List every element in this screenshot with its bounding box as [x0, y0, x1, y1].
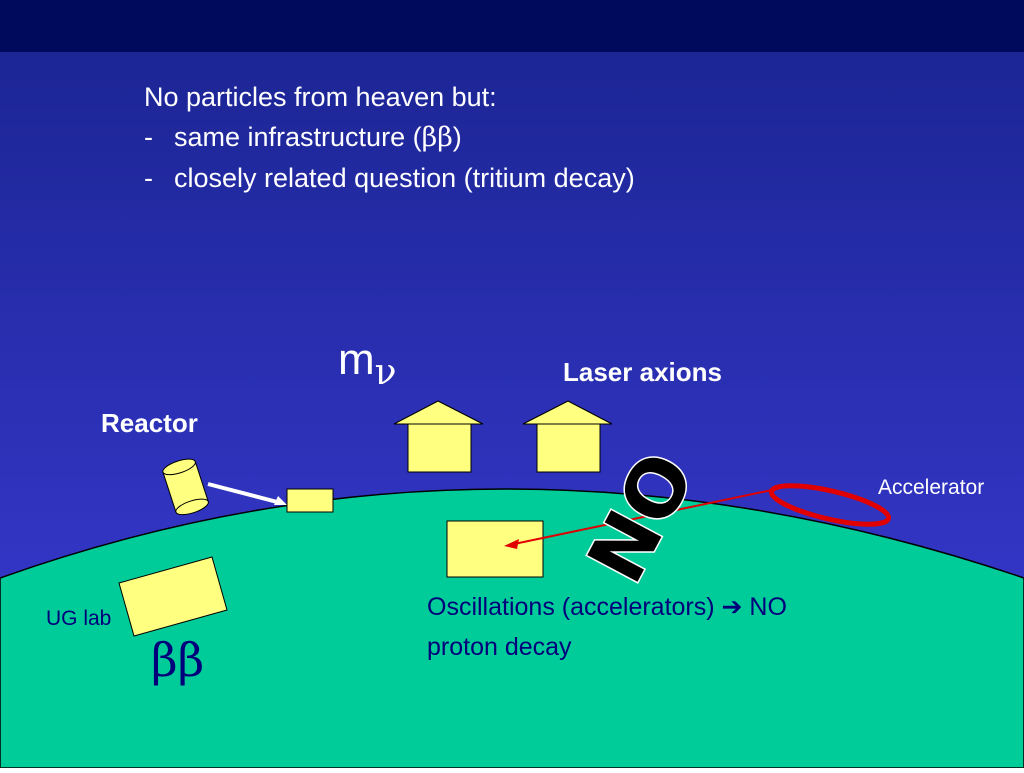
- ug-lab-label: UG lab: [46, 607, 112, 630]
- house-2: [522, 400, 613, 473]
- m-nu-label: mν: [338, 335, 397, 393]
- proton-decay-label: proton decay: [427, 633, 572, 661]
- bullet-dash: -: [144, 122, 153, 152]
- oscillations-no-text: NO: [742, 593, 787, 621]
- reactor-label: Reactor: [101, 408, 198, 438]
- bullet-after: ): [452, 122, 462, 152]
- near-detector: [286, 488, 334, 513]
- nu-symbol: ν: [374, 352, 397, 393]
- reactor-beam-arrow: [207, 482, 282, 505]
- right-arrow-icon: ➔: [721, 592, 743, 621]
- bullet-dash: -: [144, 163, 153, 193]
- earth-surface: [0, 488, 1024, 769]
- intro-bullet-2: -closely related question (tritium decay…: [144, 163, 635, 194]
- accelerator-beam: [513, 489, 773, 545]
- beta-beta-label: ββ: [151, 633, 205, 687]
- oscillations-text: Oscillations (accelerators): [427, 593, 722, 621]
- bullet-text: same infrastructure (: [174, 122, 422, 152]
- house-1: [393, 400, 484, 473]
- bullet-text: closely related question (tritium decay): [174, 163, 635, 193]
- reactor-cylinder: [162, 458, 209, 516]
- intro-bullet-1: -same infrastructure (ββ): [144, 122, 462, 153]
- far-detector: [446, 520, 544, 578]
- accelerator-ring: [768, 483, 892, 527]
- m-symbol: m: [338, 335, 375, 384]
- oscillations-label: Oscillations (accelerators) ➔ NO: [427, 592, 787, 622]
- reactor-beam-arrowhead: [274, 496, 287, 505]
- bullet-greek: ββ: [421, 122, 453, 153]
- title-bar: [0, 0, 1024, 52]
- accelerator-beam-arrowhead: [504, 539, 519, 549]
- intro-heading: No particles from heaven but:: [144, 82, 497, 112]
- accelerator-label: Accelerator: [878, 476, 985, 499]
- laser-axions-label: Laser axions: [563, 357, 722, 387]
- ug-lab-box: [118, 556, 228, 637]
